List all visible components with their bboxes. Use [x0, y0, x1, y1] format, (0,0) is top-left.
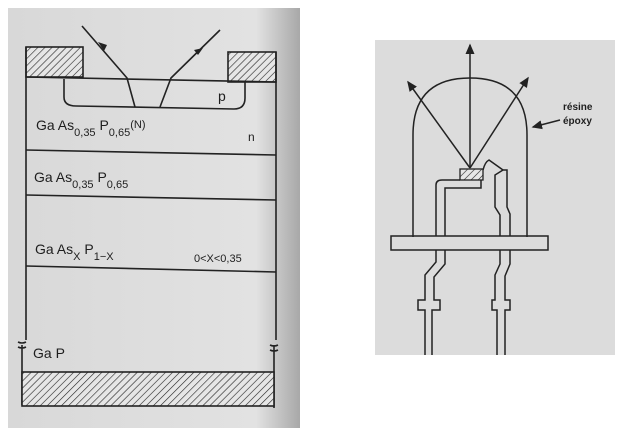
- layer-label-1: Ga As0,35 P0,65(N): [36, 117, 146, 139]
- led-chip: [459, 168, 484, 181]
- base-flange: [390, 235, 549, 251]
- resin-label: résine: [563, 102, 593, 113]
- light-ray-right: [469, 76, 529, 169]
- led-layer-structure-diagram: p n Ga As0,35 P0,65(N) Ga As0,35 P0,65 G…: [8, 8, 300, 428]
- layer-label-4: Ga P: [33, 345, 65, 361]
- light-ray-right: [159, 29, 221, 108]
- cathode-lead-upper: [435, 179, 482, 236]
- bottom-contact: [21, 371, 275, 407]
- label-pointer-arrow: [531, 119, 561, 130]
- light-ray-left: [407, 80, 471, 169]
- cathode-lead-lower: [417, 250, 446, 355]
- top-right-contact: [227, 51, 277, 83]
- led-package-diagram: résine époxy: [375, 40, 615, 355]
- epoxy-label: époxy: [563, 116, 592, 127]
- break-marks: [17, 341, 279, 352]
- layer-boundary: [25, 265, 277, 273]
- composition-range-label: 0<X<0,35: [194, 253, 242, 265]
- n-label: n: [248, 130, 255, 144]
- light-ray-left: [81, 25, 136, 108]
- layer-label-3: Ga AsX P1−X: [35, 241, 114, 263]
- p-label: p: [218, 88, 226, 104]
- layer-boundary: [25, 149, 277, 156]
- anode-lead-lower: [491, 250, 511, 355]
- surface-line: [25, 76, 277, 83]
- layer-label-2: Ga As0,35 P0,65: [34, 169, 128, 191]
- top-left-contact: [25, 46, 84, 78]
- p-diffusion-region: [63, 79, 246, 110]
- layer-boundary: [25, 194, 277, 201]
